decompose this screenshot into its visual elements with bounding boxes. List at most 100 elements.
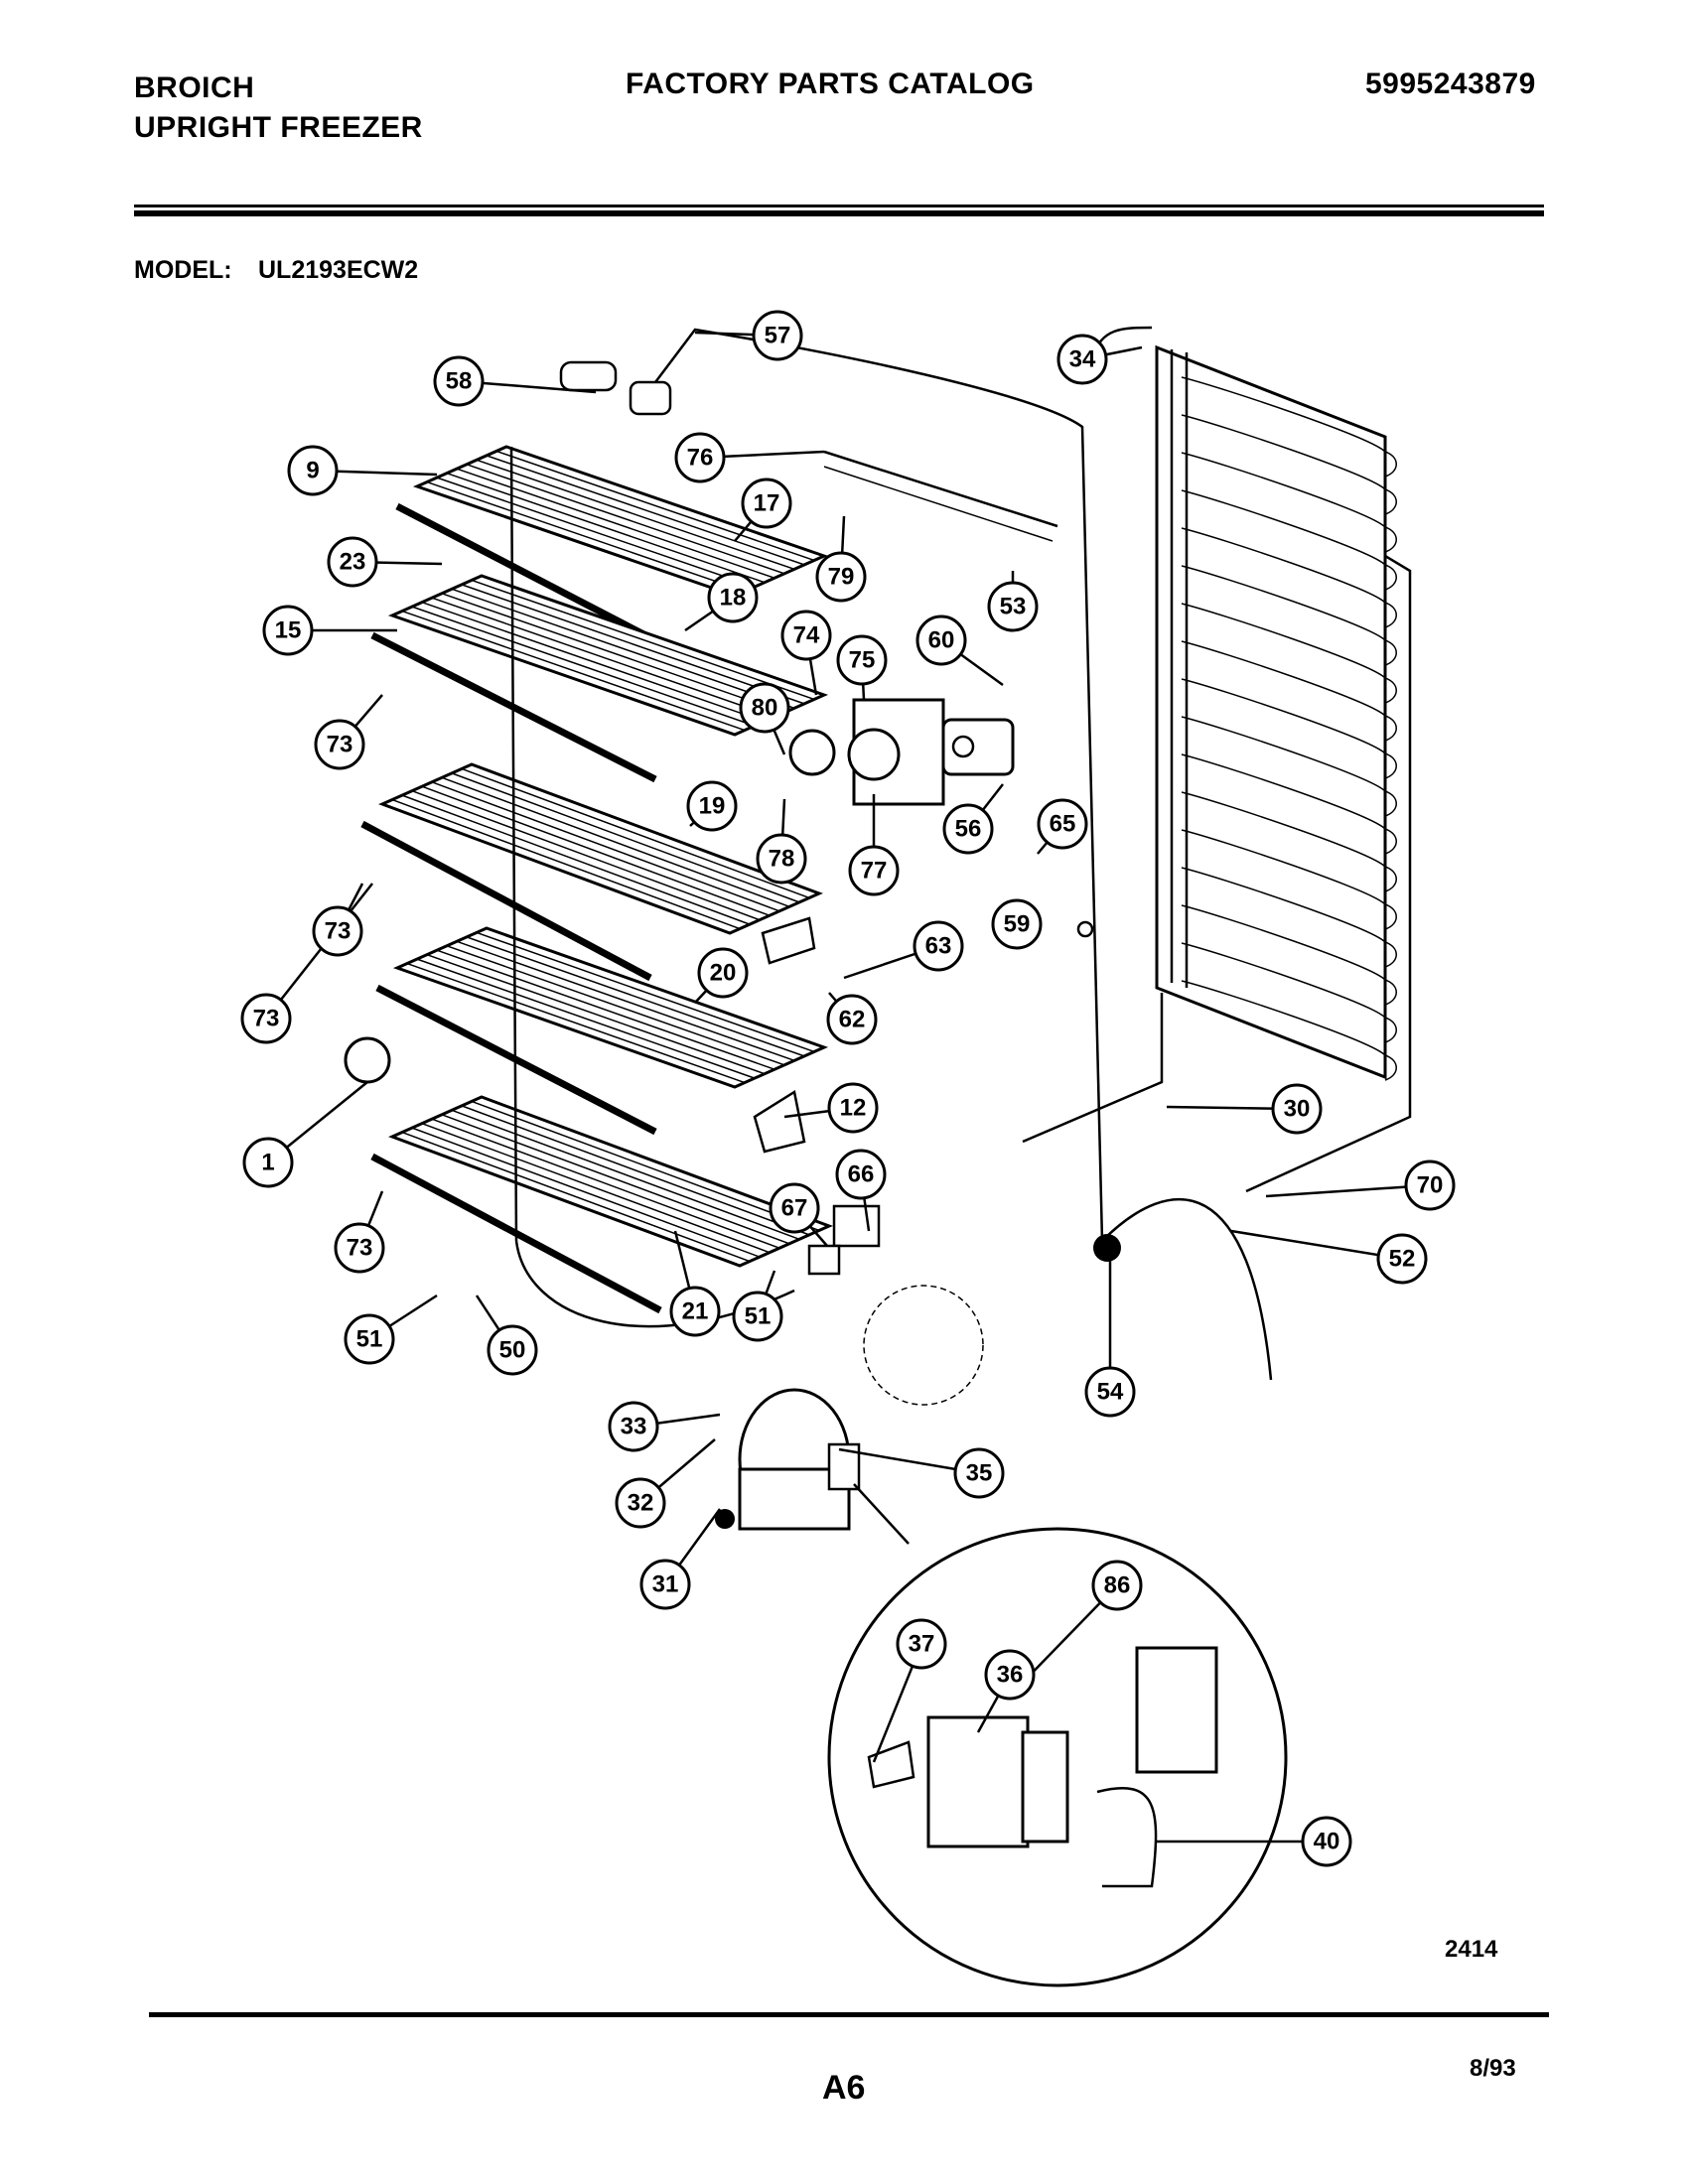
suction-line [1101,1197,1273,1381]
callout-label: 21 [682,1298,709,1325]
callout-label: 34 [1069,346,1096,373]
callout-label: 52 [1389,1246,1416,1273]
callout-label: 18 [720,585,747,612]
callout-label: 19 [699,793,726,820]
header-rule-thin [134,205,1544,207]
callout-label: 73 [327,732,353,758]
diagram-number: 2414 [1445,1936,1498,1963]
callout-label: 73 [347,1235,373,1262]
shelf-1 [395,445,829,644]
callout-74: 74 [780,610,832,661]
footer-rule [149,2012,1549,2017]
callout-50: 50 [487,1324,538,1376]
header-rule-thick [134,210,1544,216]
callout-label: 17 [754,490,780,517]
callout-1: 1 [242,1137,294,1188]
callout-63: 63 [913,920,964,972]
shelf-4 [375,926,829,1136]
callout-20: 20 [697,947,749,999]
model-label: MODEL: [134,256,232,284]
callout-label: 70 [1417,1172,1444,1199]
callout-label: 15 [275,617,302,644]
callout-label: 76 [687,445,714,472]
callout-35: 35 [953,1447,1005,1499]
callout-label: 40 [1314,1829,1340,1855]
callout-73: 73 [314,719,365,770]
revision-date: 8/93 [1470,2055,1516,2082]
relay-illustration [867,1646,1218,1888]
compressor-ghost [863,1285,984,1406]
callout-78: 78 [756,833,807,885]
callout-label: 66 [848,1161,875,1188]
callout-label: 86 [1104,1572,1131,1599]
callout-label: 1 [261,1150,274,1176]
callout-79: 79 [815,551,867,603]
callout-30: 30 [1271,1083,1323,1135]
callout-80: 80 [739,682,790,734]
callout-label: 60 [928,627,955,654]
callout-40: 40 [1301,1816,1352,1867]
callout-52: 52 [1376,1233,1428,1285]
callout-66: 66 [835,1149,887,1200]
callout-label: 37 [909,1631,935,1658]
callout-65: 65 [1037,798,1088,850]
callout-51: 51 [344,1313,395,1365]
callout-label: 58 [446,368,473,395]
catalog-title: FACTORY PARTS CATALOG [626,68,1035,100]
callout-label: 75 [849,647,876,674]
callout-77: 77 [848,845,900,896]
callout-label: 32 [628,1490,654,1517]
callout-21: 21 [669,1286,721,1337]
callout-58: 58 [433,355,485,407]
model-number: UL2193ECW2 [258,256,419,284]
callout-label: 56 [955,816,982,843]
callout-label: 53 [1000,594,1027,620]
callout-label: 73 [325,918,352,945]
callout-54: 54 [1084,1366,1136,1418]
callout-label: 33 [621,1414,647,1440]
callout-73: 73 [334,1222,385,1274]
refrigerant-tube [639,328,1104,1242]
callout-23: 23 [327,536,378,588]
callout-label: 50 [499,1337,526,1364]
callout-75: 75 [836,634,888,686]
callout-label: 9 [306,458,319,484]
product-type: UPRIGHT FREEZER [134,111,423,144]
callout-label: 77 [861,858,888,885]
callout-9: 9 [287,445,339,496]
callout-label: 36 [997,1662,1024,1689]
callout-label: 51 [745,1303,772,1330]
callout-60: 60 [915,614,967,666]
callout-label: 74 [793,622,820,649]
callout-label: 20 [710,960,737,987]
fan-bracket [823,450,1058,528]
callout-19: 19 [686,780,738,832]
callout-36: 36 [984,1649,1036,1701]
detail-circle [827,1527,1288,1987]
callout-label: 12 [840,1095,867,1122]
callout-label: 65 [1050,811,1076,838]
callout-label: 30 [1284,1096,1311,1123]
callout-59: 59 [991,898,1043,950]
callout-18: 18 [707,572,759,623]
callout-57: 57 [752,310,803,361]
callout-67: 67 [769,1182,820,1234]
callout-53: 53 [987,581,1039,632]
compressor-illustration [738,1388,861,1531]
callout-label: 73 [253,1006,280,1032]
callout-label: 67 [781,1195,808,1222]
callout-86: 86 [1091,1560,1143,1611]
callout-37: 37 [896,1618,947,1670]
callout-label: 23 [340,549,366,576]
callout-label: 63 [925,933,952,960]
page-id: A6 [822,2069,866,2107]
callout-label: 31 [652,1571,679,1598]
callout-56: 56 [942,803,994,855]
shelf-3 [360,762,823,982]
callout-12: 12 [827,1082,879,1134]
callout-label: 57 [765,323,791,349]
callout-label: 54 [1097,1379,1124,1406]
callout-70: 70 [1404,1160,1456,1211]
callout-15: 15 [262,605,314,656]
